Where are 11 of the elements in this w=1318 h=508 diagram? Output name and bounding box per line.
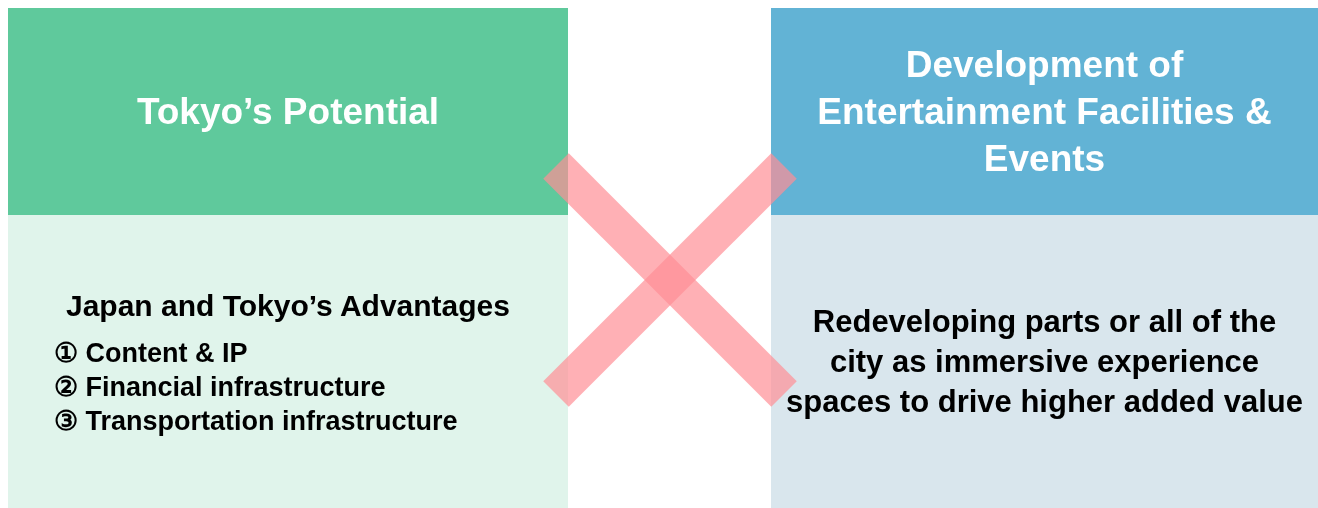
content-panel — [8, 215, 568, 508]
description-text: Redeveloping parts or all of the city as immersive experience spaces to drive higher added value — [785, 302, 1304, 421]
list-item: ① Content & IP — [53, 336, 248, 370]
panel-heading: Development of Entertainment Facilities & Events — [816, 43, 1273, 181]
header-panel — [8, 8, 568, 215]
section-heading: Japan and Tokyo’s Advantages — [66, 287, 510, 324]
content-panel — [771, 215, 1318, 508]
list-item: ③ Transportation infrastructure — [53, 404, 458, 438]
header-panel — [771, 8, 1318, 215]
list-item: ② Financial infrastructure — [53, 370, 386, 404]
panel-heading: Tokyo’s Potential — [136, 90, 440, 134]
